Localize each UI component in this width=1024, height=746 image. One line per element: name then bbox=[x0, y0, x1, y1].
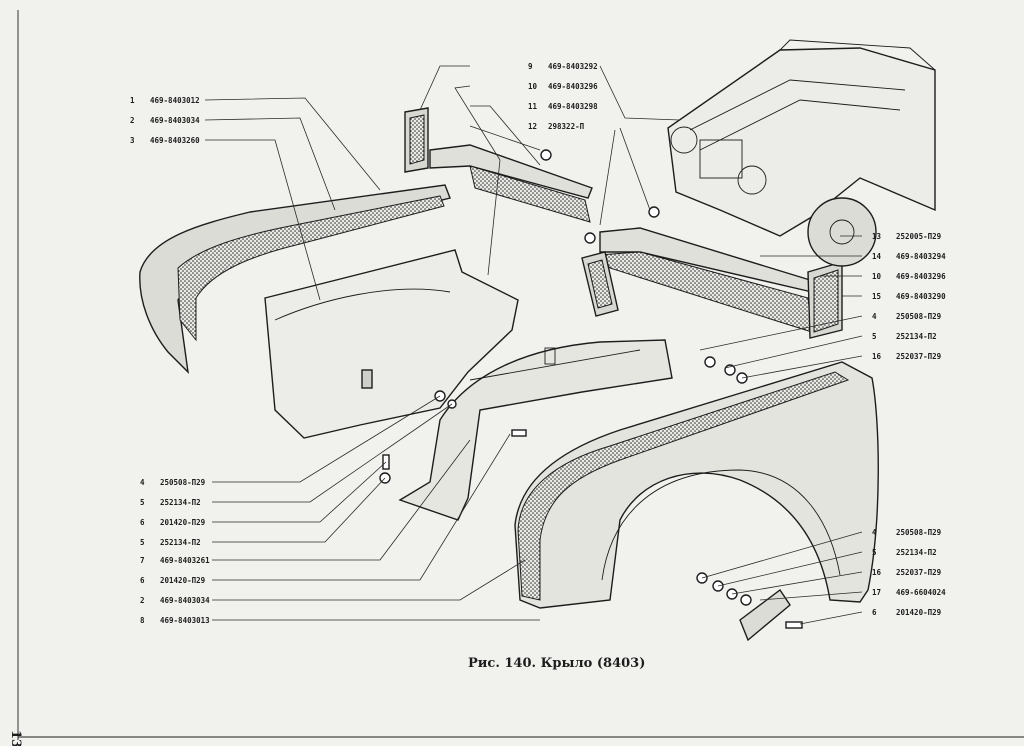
callout-num: 9 bbox=[528, 62, 533, 71]
callout-num: 4 bbox=[140, 478, 145, 487]
callout-code: 250508-П29 bbox=[896, 312, 942, 321]
callout-code: 252134-П2 bbox=[160, 498, 201, 507]
callout-num: 17 bbox=[872, 588, 881, 597]
lower-strip-part-14 bbox=[596, 227, 813, 333]
callout-num: 2 bbox=[140, 596, 145, 605]
callout-code: 298322-П bbox=[548, 122, 585, 131]
headlight-right bbox=[737, 165, 767, 195]
callout-code: 252037-П29 bbox=[896, 352, 942, 361]
nut-icon bbox=[704, 356, 716, 368]
callout-num: 13 bbox=[872, 232, 882, 241]
callout-num: 1 bbox=[130, 96, 135, 105]
callout-num: 6 bbox=[872, 608, 877, 617]
page-number: 139 bbox=[8, 730, 23, 746]
callout-code: 252134-П2 bbox=[896, 332, 937, 341]
inner-panel-part-3 bbox=[264, 249, 519, 439]
headlight-left bbox=[670, 126, 698, 154]
bolt-icon bbox=[785, 621, 803, 629]
callout-num: 16 bbox=[872, 568, 882, 577]
grille bbox=[699, 139, 743, 179]
callout-num: 5 bbox=[872, 548, 877, 557]
callout-code: 252134-П2 bbox=[160, 538, 201, 547]
callout-code: 469-8403034 bbox=[160, 596, 210, 605]
mid-panel-part-7 bbox=[398, 339, 673, 521]
callout-num: 5 bbox=[872, 332, 877, 341]
callout-num: 12 bbox=[528, 122, 537, 131]
callout-num: 14 bbox=[872, 252, 882, 261]
callout-code: 469-8403034 bbox=[150, 116, 200, 125]
callout-num: 11 bbox=[528, 102, 538, 111]
callout-code: 201420-П29 bbox=[160, 576, 206, 585]
callout-code: 201420-П29 bbox=[896, 608, 942, 617]
mud-flap-part-15 bbox=[807, 261, 843, 339]
callout-num: 10 bbox=[872, 272, 882, 281]
callout-code: 469-8403296 bbox=[548, 82, 598, 91]
callout-code: 469-8403260 bbox=[150, 136, 200, 145]
small-plate-left bbox=[581, 251, 619, 317]
figure-caption: Рис. 140. Крыло (8403) bbox=[468, 656, 645, 671]
upper-strip-part-9 bbox=[404, 107, 429, 173]
callout-num: 3 bbox=[130, 136, 135, 145]
callout-num: 16 bbox=[872, 352, 882, 361]
washer-icon bbox=[740, 594, 752, 606]
clip-icon bbox=[584, 232, 596, 244]
vehicle-sketch bbox=[667, 39, 936, 267]
bracket-part-17 bbox=[739, 588, 791, 642]
callout-code: 201420-П29 bbox=[160, 518, 206, 527]
callout-code: 252005-П29 bbox=[896, 232, 942, 241]
rear-fender-part-1 bbox=[139, 184, 451, 374]
callout-code: 250508-П29 bbox=[896, 528, 942, 537]
callout-code: 469-8403292 bbox=[548, 62, 598, 71]
clip-bracket bbox=[361, 369, 373, 389]
callout-code: 469-8403261 bbox=[160, 556, 210, 565]
callout-num: 15 bbox=[872, 292, 881, 301]
callout-code: 469-8403012 bbox=[150, 96, 200, 105]
mid-bracket bbox=[544, 347, 556, 365]
front-fender-part-8 bbox=[514, 361, 879, 609]
callout-num: 4 bbox=[872, 312, 877, 321]
callout-code: 469-8403290 bbox=[896, 292, 946, 301]
upper-strip-part-10-11 bbox=[429, 144, 593, 223]
callout-num: 7 bbox=[140, 556, 145, 565]
callout-code: 250508-П29 bbox=[160, 478, 206, 487]
callout-labels: 1 469-8403012 2 469-8403034 3 469-840326… bbox=[130, 62, 946, 625]
clip-icon bbox=[540, 149, 552, 161]
callout-num: 5 bbox=[140, 498, 145, 507]
clip-icon bbox=[648, 206, 660, 218]
bolt-icon bbox=[511, 429, 527, 437]
callout-code: 469-8403294 bbox=[896, 252, 946, 261]
callout-code: 469-6604024 bbox=[896, 588, 946, 597]
callout-num: 2 bbox=[130, 116, 135, 125]
callout-code: 469-8403013 bbox=[160, 616, 210, 625]
callout-num: 6 bbox=[140, 576, 145, 585]
leader-lines bbox=[204, 65, 863, 625]
callout-code: 469-8403298 bbox=[548, 102, 598, 111]
callout-num: 10 bbox=[528, 82, 538, 91]
callout-code: 252134-П2 bbox=[896, 548, 937, 557]
callout-code: 252037-П29 bbox=[896, 568, 942, 577]
callout-num: 4 bbox=[872, 528, 877, 537]
callout-num: 8 bbox=[140, 616, 145, 625]
callout-code: 469-8403296 bbox=[896, 272, 946, 281]
callout-num: 5 bbox=[140, 538, 145, 547]
callout-num: 6 bbox=[140, 518, 145, 527]
wheel bbox=[807, 197, 877, 267]
